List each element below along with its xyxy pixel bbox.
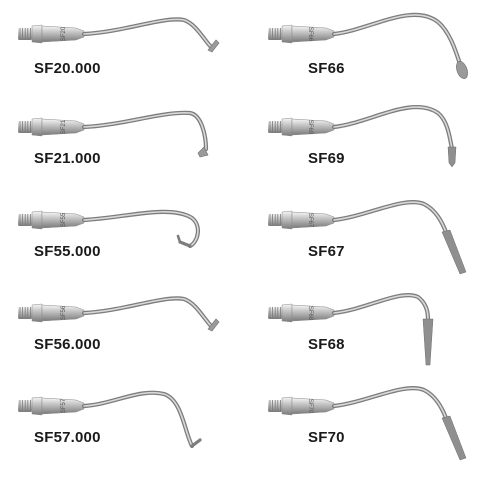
tip-code-label: SF69: [308, 150, 345, 167]
thread: [18, 28, 32, 40]
working-tip: [207, 39, 220, 53]
sf69-instrument-icon: SF69: [268, 105, 457, 168]
thread: [268, 121, 282, 133]
working-tip: [441, 415, 467, 461]
sf55-instrument-icon: SF55: [18, 209, 200, 249]
thread: [18, 400, 32, 412]
tip-code-label: SF55.000: [34, 243, 101, 260]
collar: [31, 210, 43, 230]
body: [41, 25, 85, 43]
sf56-instrument-icon: SF56: [18, 296, 220, 332]
engraving-label: SF20: [61, 26, 67, 41]
sf21-instrument-icon: SF21: [18, 110, 209, 158]
body: [41, 397, 85, 415]
tip-sf70: SF70 SF70: [250, 372, 500, 468]
engraving-label: SF68: [307, 306, 313, 321]
body: [41, 211, 85, 229]
body: [291, 397, 335, 415]
tip-sf20: SF20 SF20.000: [0, 0, 250, 96]
collar: [31, 303, 43, 323]
tip-code-label: SF56.000: [34, 336, 101, 353]
working-tip: [456, 61, 468, 79]
tip-code-label: SF21.000: [34, 150, 101, 167]
collar: [281, 303, 293, 323]
sf57-instrument-icon: SF57: [18, 390, 202, 449]
body: [41, 304, 85, 322]
working-tip: [441, 229, 467, 275]
tip-sf21: SF21 SF21.000: [0, 93, 250, 189]
engraving-label: SF69: [307, 120, 313, 135]
engraving-label: SF67: [307, 213, 313, 228]
collar: [31, 24, 43, 44]
tip-code-label: SF20.000: [34, 60, 101, 77]
collar: [281, 396, 293, 416]
tip-sf66: SF66 SF66: [250, 0, 500, 96]
working-tip: [197, 146, 209, 158]
working-tip: [422, 318, 434, 366]
engraving-label: SF57: [61, 398, 67, 413]
collar: [31, 396, 43, 416]
thread: [268, 400, 282, 412]
tip-code-label: SF66: [308, 60, 345, 77]
body: [291, 211, 335, 229]
working-tip: [447, 146, 457, 168]
sf20-instrument-icon: SF20: [18, 17, 220, 53]
sf70-instrument-icon: SF70: [268, 386, 467, 461]
body: [41, 118, 85, 136]
body: [291, 25, 335, 43]
collar: [281, 210, 293, 230]
engraving-label: SF66: [307, 27, 313, 42]
thread: [18, 214, 32, 226]
shaft: [331, 105, 455, 152]
collar: [281, 24, 293, 44]
collar: [281, 117, 293, 137]
working-tip: [207, 318, 220, 332]
thread: [268, 307, 282, 319]
thread: [18, 121, 32, 133]
thread: [268, 28, 282, 40]
sf68-instrument-icon: SF68: [268, 293, 434, 366]
engraving-label: SF56: [61, 305, 67, 320]
thread: [268, 214, 282, 226]
sf66-instrument-icon: SF66: [268, 12, 468, 79]
tip-code-label: SF70: [308, 429, 345, 446]
tip-sf55: SF55 SF55.000: [0, 186, 250, 282]
tip-sf69: SF69 SF69: [250, 93, 500, 189]
thread: [18, 307, 32, 319]
engraving-label: SF21: [61, 119, 67, 134]
tip-code-label: SF67: [308, 243, 345, 260]
tip-code-label: SF57.000: [34, 429, 101, 446]
tip-sf68: SF68 SF68: [250, 279, 500, 375]
engraving-label: SF70: [307, 399, 313, 414]
working-tip: [190, 438, 202, 448]
shaft: [331, 12, 463, 67]
sf67-instrument-icon: SF67: [268, 200, 467, 275]
body: [291, 304, 335, 322]
shaft: [331, 293, 431, 322]
tip-code-label: SF68: [308, 336, 345, 353]
tip-sf67: SF67 SF67: [250, 186, 500, 282]
tip-sf56: SF56 SF56.000: [0, 279, 250, 375]
body: [291, 118, 335, 136]
working-tip: [176, 234, 192, 248]
collar: [31, 117, 43, 137]
engraving-label: SF55: [61, 212, 67, 227]
tip-sf57: SF57 SF57.000: [0, 372, 250, 468]
